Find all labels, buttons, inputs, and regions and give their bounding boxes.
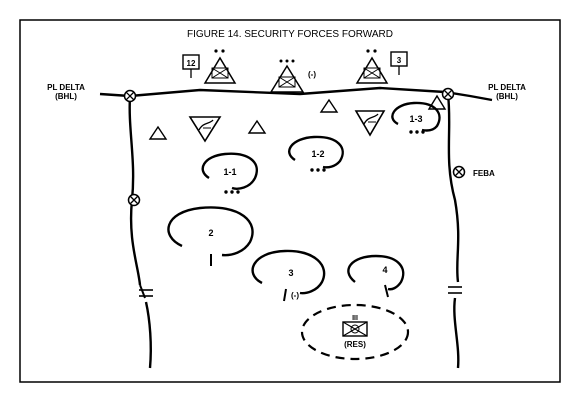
small-triangle-1 [148, 125, 168, 140]
unit-flag-12-label: 12 [187, 59, 196, 68]
area-3-label: 3 [288, 268, 293, 278]
small-triangle-3 [319, 98, 339, 113]
observation-post-triangle-2 [269, 59, 305, 93]
triangle-2-minus-label: (-) [308, 70, 316, 79]
phase-line-right-label: PL DELTA [488, 83, 526, 92]
unit-flag-3 [390, 51, 408, 75]
right-boundary-upper [446, 93, 460, 283]
left-boundary-upper [128, 95, 142, 286]
contact-point-left [123, 89, 137, 103]
phase-line-right-sublabel: (BHL) [496, 92, 518, 101]
reserve-label: (RES) [344, 340, 366, 349]
area-1-1-label: 1-1 [223, 167, 236, 177]
phase-line-delta [99, 86, 493, 102]
area-3-echelon-bar [283, 288, 287, 302]
phase-line-left-label: PL DELTA [47, 83, 85, 92]
right-boundary-lower [453, 297, 460, 369]
small-triangle-2 [247, 119, 267, 134]
area-2-label: 2 [208, 228, 213, 238]
feba-label: FEBA [473, 169, 495, 178]
area-4-echelon-bar [384, 284, 389, 298]
area-2-outline [167, 206, 254, 257]
figure-title: FIGURE 14. SECURITY FORCES FORWARD [187, 29, 393, 40]
unit-flag-12 [182, 54, 200, 78]
area-1-3-outline [391, 101, 441, 132]
contact-point-right-mid [452, 165, 466, 179]
reserve-echelon-label: III [352, 315, 358, 322]
observation-post-triangle-1 [203, 49, 237, 84]
inverted-triangle-right [354, 110, 386, 137]
inverted-triangle-left [188, 116, 222, 143]
contact-point-left-mid [127, 193, 141, 207]
area-3-minus-label: (-) [291, 291, 299, 300]
area-1-3-label: 1-3 [409, 114, 422, 124]
unit-flag-3-label: 3 [397, 56, 402, 65]
area-4-label: 4 [382, 265, 387, 275]
area-1-2-outline [288, 135, 344, 169]
left-boundary-lower [144, 301, 152, 369]
contact-point-right [441, 87, 455, 101]
observation-post-triangle-3 [355, 49, 389, 84]
area-4-outline [347, 254, 405, 291]
area-1-1-echelon-dots [224, 190, 240, 194]
reserve-area-outline [300, 303, 410, 361]
area-1-3-echelon-dots [409, 130, 425, 134]
phase-line-left-sublabel: (BHL) [55, 92, 77, 101]
area-1-1-outline [201, 152, 258, 190]
area-1-2-echelon-dots [310, 168, 326, 172]
area-3-outline [251, 249, 326, 295]
figure-border [19, 19, 561, 383]
reserve-unit-symbol [342, 321, 368, 337]
area-1-2-label: 1-2 [311, 149, 324, 159]
